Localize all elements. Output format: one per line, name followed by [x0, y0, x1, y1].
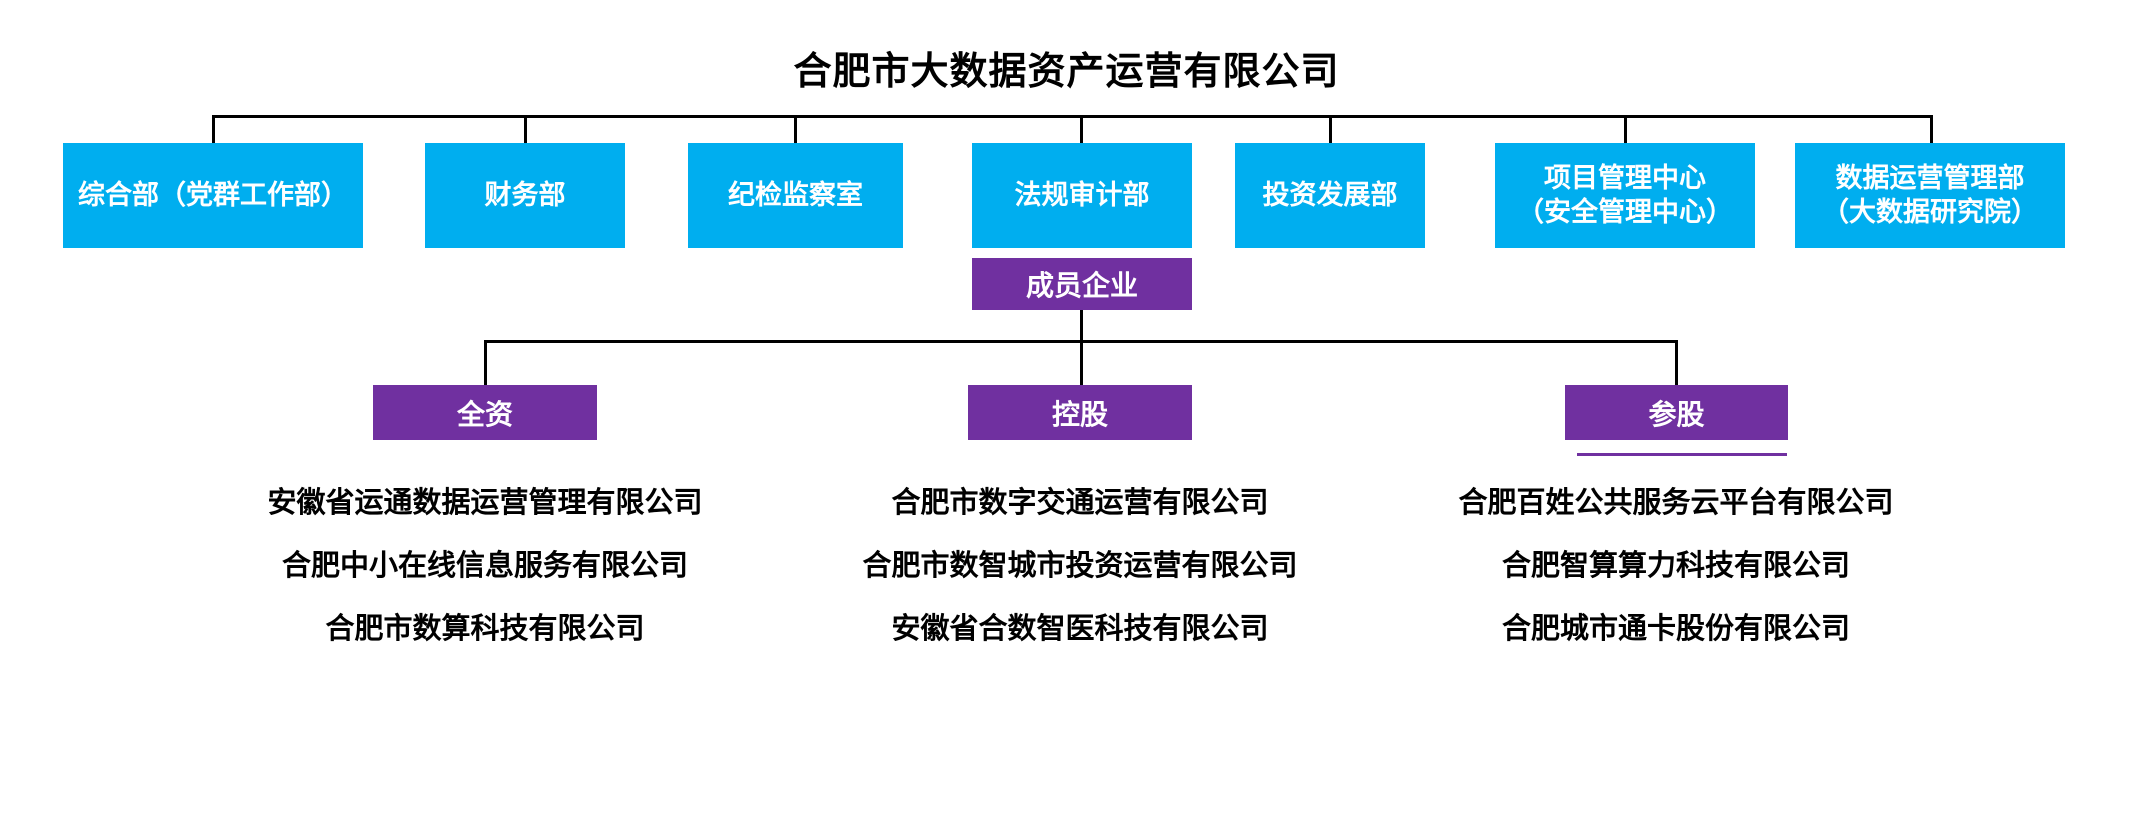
connector-drop-dept-5 [1329, 115, 1332, 144]
department-label: 数据运营管理部 （大数据研究院） [1822, 162, 2038, 227]
company-name: 安徽省运通数据运营管理有限公司 [267, 487, 703, 519]
company-name: 合肥智算算力科技有限公司 [1501, 550, 1850, 582]
connector-drop-participating [1675, 340, 1678, 386]
connector-drop-dept-1 [212, 115, 215, 144]
company-name: 合肥百姓公共服务云平台有限公司 [1458, 487, 1894, 519]
controlling-company-list: 合肥市数字交通运营有限公司 合肥市数智城市投资运营有限公司 安徽省合数智医科技有… [780, 486, 1380, 646]
chart-title: 合肥市大数据资产运营有限公司 [793, 51, 1340, 93]
department-box-finance: 财务部 [425, 143, 625, 248]
member-enterprises-label: 成员企业 [1025, 270, 1138, 301]
department-box-discipline-inspection: 纪检监察室 [688, 143, 903, 248]
participating-underline [1577, 453, 1787, 456]
department-label: 综合部（党群工作部） [78, 179, 348, 210]
connector-drop-dept-2 [524, 115, 527, 144]
group-box-controlling: 控股 [968, 385, 1192, 440]
company-name: 合肥市数字交通运营有限公司 [891, 487, 1269, 519]
connector-drop-dept-7 [1930, 115, 1933, 144]
participating-company-list: 合肥百姓公共服务云平台有限公司 合肥智算算力科技有限公司 合肥城市通卡股份有限公… [1376, 486, 1976, 646]
group-label: 参股 [1648, 398, 1705, 430]
member-enterprises-box: 成员企业 [972, 258, 1192, 310]
department-box-legal-audit: 法规审计部 [972, 143, 1192, 248]
connector-drop-dept-6 [1624, 115, 1627, 144]
company-name: 合肥市数智城市投资运营有限公司 [862, 550, 1298, 582]
group-box-participating: 参股 [1565, 385, 1788, 440]
department-label: 纪检监察室 [728, 179, 863, 210]
group-label: 控股 [1051, 398, 1108, 430]
department-box-investment-development: 投资发展部 [1235, 143, 1425, 248]
connector-drop-wholly-owned [484, 340, 487, 386]
connector-drop-dept-3 [794, 115, 797, 144]
connector-member-stem [1080, 310, 1083, 343]
company-name: 合肥市数算科技有限公司 [325, 613, 645, 645]
wholly-owned-company-list: 安徽省运通数据运营管理有限公司 合肥中小在线信息服务有限公司 合肥市数算科技有限… [185, 486, 785, 646]
department-box-data-operation: 数据运营管理部 （大数据研究院） [1795, 143, 2065, 248]
company-name: 合肥中小在线信息服务有限公司 [281, 550, 688, 582]
department-label: 法规审计部 [1014, 179, 1150, 210]
department-box-general-affairs: 综合部（党群工作部） [63, 143, 363, 248]
department-label: 投资发展部 [1262, 179, 1398, 210]
company-name: 安徽省合数智医科技有限公司 [891, 613, 1269, 645]
connector-drop-dept-4 [1080, 115, 1083, 144]
department-label: 项目管理中心 （安全管理中心） [1517, 162, 1733, 227]
connector-departments-rail [213, 115, 1933, 118]
connector-drop-controlling [1080, 340, 1083, 386]
group-box-wholly-owned: 全资 [373, 385, 597, 440]
company-name: 合肥城市通卡股份有限公司 [1501, 613, 1850, 645]
department-label: 财务部 [484, 179, 566, 210]
department-box-project-management: 项目管理中心 （安全管理中心） [1495, 143, 1755, 248]
group-label: 全资 [456, 398, 513, 430]
